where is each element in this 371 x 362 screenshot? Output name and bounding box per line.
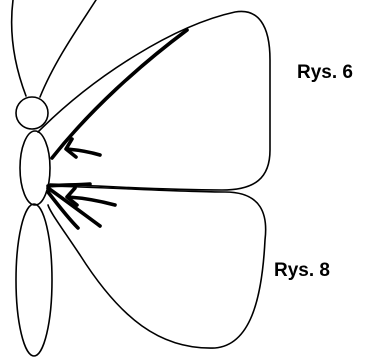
left-antenna — [12, 0, 26, 96]
abdomen — [16, 204, 52, 356]
head — [16, 97, 48, 129]
thorax — [20, 131, 50, 205]
label-rys-6: Rys. 6 — [297, 62, 353, 84]
label-rys-8: Rys. 8 — [274, 260, 330, 282]
hindwing-vein-top — [48, 184, 90, 186]
right-antenna — [40, 0, 96, 97]
forewing-outline — [38, 11, 270, 190]
